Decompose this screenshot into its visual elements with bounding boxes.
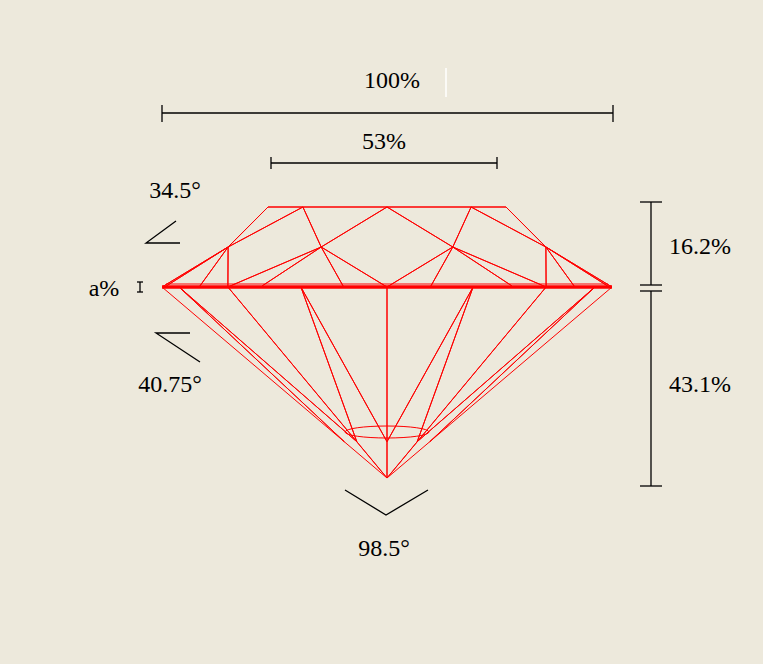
facet-edge	[321, 247, 387, 287]
dimension-label: 100%	[364, 68, 420, 92]
facet-edge	[387, 207, 453, 247]
facet-edge	[546, 247, 608, 286]
dimension-marks	[137, 105, 662, 515]
facet-edge	[453, 247, 546, 287]
culet-ring	[345, 426, 429, 438]
facet-edge	[387, 287, 388, 478]
facet-edge	[301, 287, 357, 442]
facet-edge	[228, 207, 268, 247]
girdle-line	[162, 285, 612, 289]
facet-edge	[321, 247, 343, 286]
facet-edge	[179, 287, 357, 442]
diamond-wireframe	[162, 207, 612, 478]
facet-edge	[200, 247, 228, 286]
facet-edge	[262, 247, 321, 286]
facet-edge	[321, 207, 387, 247]
facet-edge	[387, 207, 471, 208]
dimension-label: 53%	[362, 129, 406, 153]
facet-edge	[228, 247, 321, 287]
facet-edge	[303, 207, 321, 247]
facet-edge	[301, 287, 387, 442]
facet-edge	[417, 287, 595, 442]
facet-edge	[471, 207, 506, 208]
facet-edge	[303, 207, 387, 208]
facet-edge	[262, 247, 321, 286]
facet-edge	[162, 247, 228, 287]
facet-edge	[471, 207, 506, 208]
dimension-label: 16.2%	[669, 234, 731, 258]
facet-edge	[166, 247, 228, 286]
dimension-label: 43.1%	[669, 372, 731, 396]
facet-edge	[387, 287, 473, 442]
facet-edge	[387, 287, 546, 478]
dimension-label: 34.5°	[149, 178, 201, 202]
facet-edge	[387, 287, 546, 478]
facet-edge	[471, 207, 546, 247]
facet-edge	[453, 247, 512, 286]
facet-edge	[228, 207, 303, 247]
facet-edge	[227, 247, 228, 287]
facet-edge	[417, 287, 473, 442]
facet-edge	[268, 207, 303, 208]
facet-edge	[453, 247, 546, 287]
facet-edge	[506, 207, 546, 247]
facet-edge	[546, 247, 612, 287]
facet-edge	[387, 287, 388, 478]
facet-edge	[303, 207, 387, 208]
facet-edge	[430, 287, 595, 442]
facet-edge	[166, 284, 608, 285]
facet-edge	[431, 247, 453, 286]
facet-edge	[545, 247, 546, 287]
facet-edge	[417, 287, 595, 442]
facet-edge	[228, 287, 387, 478]
facet-edge	[179, 287, 344, 442]
facet-edge	[268, 207, 303, 208]
facet-edge	[162, 247, 228, 287]
facet-edge	[387, 247, 453, 287]
facet-edge	[321, 247, 387, 287]
facet-edge	[166, 247, 228, 286]
facet-edge	[471, 207, 546, 247]
facet-edge	[387, 207, 453, 247]
facet-edge	[301, 287, 387, 442]
facet-edge	[387, 287, 473, 442]
facet-edge	[431, 247, 453, 286]
facet-edge	[453, 207, 471, 247]
facet-edge	[545, 247, 546, 287]
facet-edge	[387, 207, 471, 208]
facet-edge	[417, 287, 473, 442]
dimension-label: 98.5°	[358, 536, 410, 560]
facet-edge	[321, 247, 343, 286]
facet-edge	[179, 287, 344, 442]
dimension-label: 40.75°	[138, 372, 202, 396]
facet-edge	[228, 247, 321, 287]
girdle-label: a%	[89, 276, 120, 300]
facet-edge	[546, 247, 612, 287]
facet-edge	[321, 207, 387, 247]
facet-edge	[228, 207, 268, 247]
facet-edge	[227, 247, 228, 287]
facet-edge	[303, 207, 321, 247]
facet-edge	[453, 247, 512, 286]
facet-edge	[506, 207, 546, 247]
facet-edge	[387, 247, 453, 287]
facet-edge	[301, 287, 357, 442]
facet-edge	[430, 287, 595, 442]
facet-edge	[546, 247, 608, 286]
facet-edge	[228, 287, 387, 478]
facet-edge	[453, 207, 471, 247]
facet-edge	[546, 247, 574, 286]
facet-edge	[200, 247, 228, 286]
facet-edge	[546, 247, 574, 286]
facet-edge	[228, 207, 303, 247]
facet-edge	[387, 287, 612, 478]
facet-edge	[179, 287, 357, 442]
